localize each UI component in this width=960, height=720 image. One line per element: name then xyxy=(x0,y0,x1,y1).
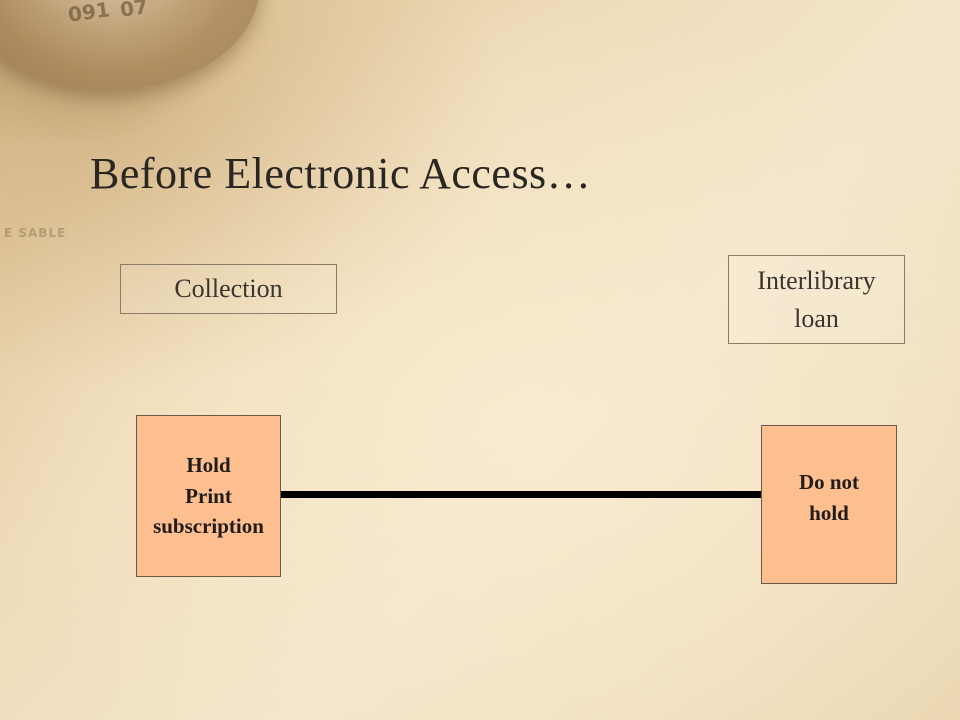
map-background-text: E SABLE xyxy=(4,226,67,240)
hold-print-subscription-text: Hold Print subscription xyxy=(153,453,264,539)
connector-line xyxy=(281,491,761,498)
interlibrary-loan-label: Interlibrary loan xyxy=(728,255,905,344)
compass-mark: 07 xyxy=(118,0,150,22)
do-not-hold-text: Do not hold xyxy=(798,470,860,525)
slide-title: Before Electronic Access… xyxy=(90,149,592,198)
hold-print-subscription-box: Hold Print subscription xyxy=(136,415,281,577)
collection-label-text: Collection xyxy=(174,274,283,304)
collection-label: Collection xyxy=(120,264,337,314)
interlibrary-loan-label-text: Interlibrary loan xyxy=(757,265,876,333)
do-not-hold-box: Do not hold xyxy=(761,425,897,584)
